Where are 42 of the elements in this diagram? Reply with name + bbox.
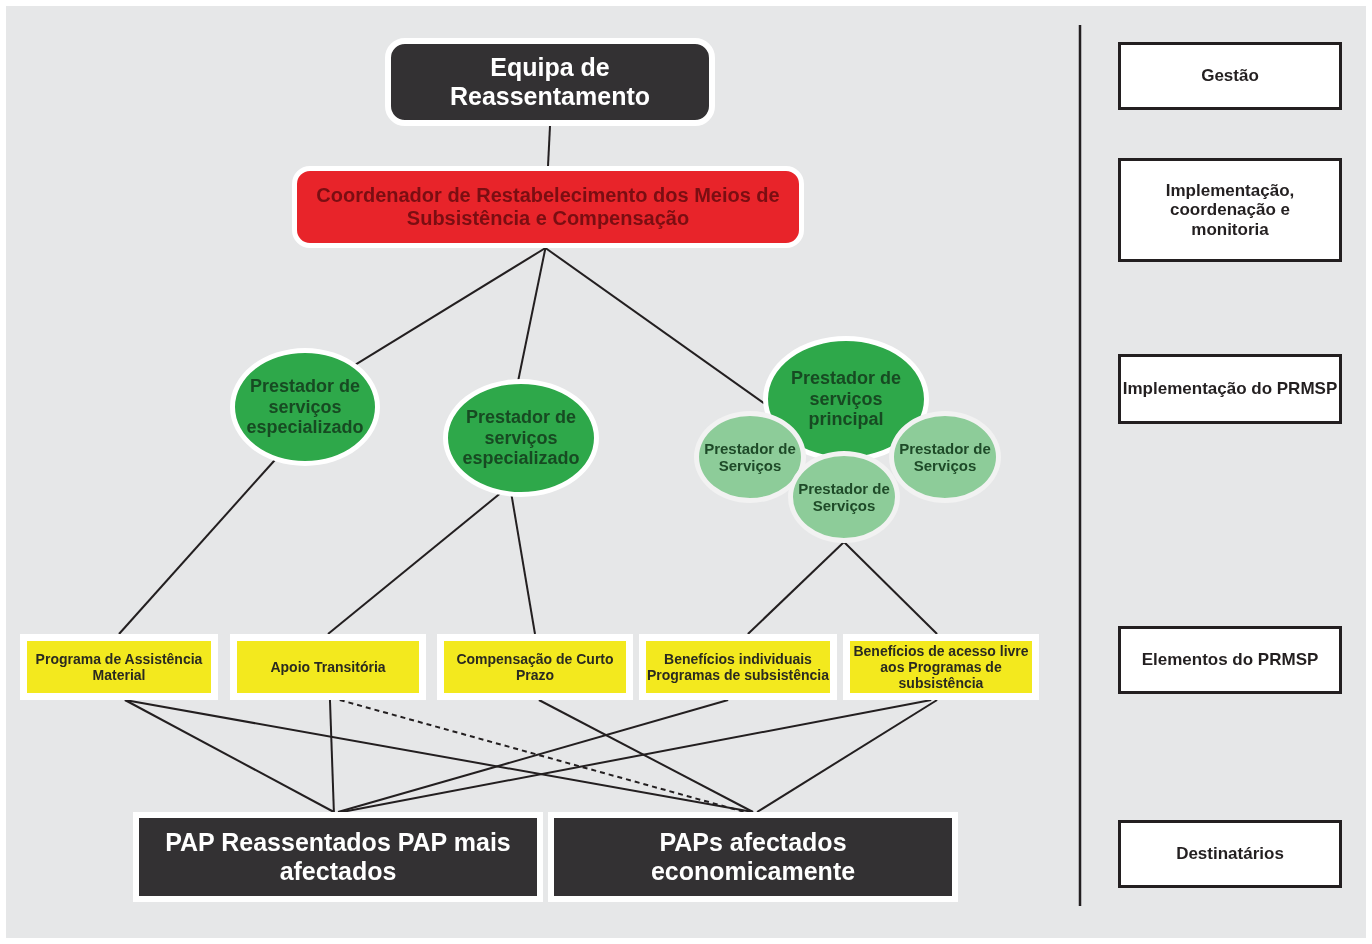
team-box (385, 38, 715, 126)
program-box (230, 634, 426, 700)
node-label: Prestador de Serviços (898, 439, 992, 475)
connector-line (843, 541, 939, 635)
node-label: PAP Reassentados PAP mais afectados (164, 828, 512, 886)
connector-line (756, 699, 939, 813)
recipient-box (133, 812, 543, 902)
node-label: Prestador de serviços especializado (245, 375, 365, 439)
connector-line (746, 541, 845, 635)
node-label: Prestador de serviços principal (789, 367, 902, 431)
program-box (437, 634, 633, 700)
node-label: Equipa de Reassentamento (448, 53, 652, 111)
node-label: Gestão (1201, 66, 1259, 86)
node-label: Destinatários (1176, 844, 1284, 864)
node-label: Elementos do PRMSP (1141, 650, 1319, 670)
level-box (1118, 158, 1342, 262)
program-box (639, 634, 837, 700)
connector-line (341, 699, 933, 813)
program-box (843, 634, 1039, 700)
program-box (20, 634, 218, 700)
node-label: Coordenador de Restabelecimento dos Meios de Subsistência e Compensação (315, 184, 781, 230)
node-label: PAPs afectados economicamente (649, 828, 857, 886)
level-box (1118, 42, 1342, 110)
connector-line (123, 699, 335, 813)
node-label: Implementação do PRMSP (1122, 379, 1338, 399)
node-label: Benefícios de acesso livre aos Programas de subsistência (852, 642, 1030, 692)
node-label: Benefícios individuais Programas de subsistência (646, 650, 830, 684)
connector-line (328, 699, 335, 813)
connector-line (547, 125, 551, 167)
recipient-box (548, 812, 958, 902)
node-label: Programa de Assistência Material (34, 650, 204, 684)
level-box (1118, 820, 1342, 888)
connector-line (537, 699, 754, 813)
node-label: Implementação, coordenação e monitoria (1164, 180, 1296, 240)
node-label: Compensação de Curto Prazo (455, 650, 615, 684)
level-box (1118, 354, 1342, 424)
node-label: Prestador de Serviços (703, 439, 797, 475)
level-box (1118, 626, 1342, 694)
coordinator-box (292, 166, 804, 248)
node-label: Prestador de serviços especializado (461, 406, 581, 470)
node-label: Apoio Transitória (270, 658, 386, 676)
node-label: Prestador de Serviços (797, 479, 891, 515)
